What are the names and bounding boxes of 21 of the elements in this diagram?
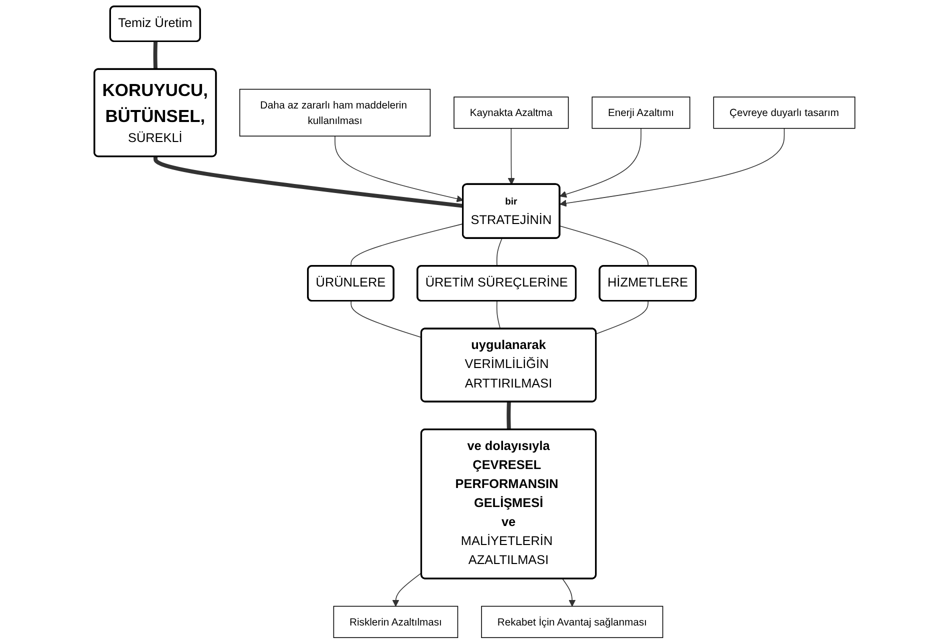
connector [154,42,158,70]
connector [351,223,464,267]
connector [351,300,422,338]
arrow [508,128,516,185]
arrow [392,572,422,607]
node-box: Çevreye duyarlı tasarım [714,96,856,129]
connector [596,300,649,334]
arrow [334,136,464,202]
connector [496,300,502,330]
connector [560,226,649,267]
arrow [560,128,642,198]
node-box: Daha az zararlı ham maddelerin kullanılması [240,88,431,136]
connector [496,238,503,267]
node-box: Rekabet İçin Avantaj sağlanması [482,606,664,638]
connector [507,402,512,430]
arrow [562,578,576,607]
arrow [560,128,786,207]
node-box: Risklerin Azaltılması [334,606,458,638]
node-box: Kaynakta Azaltma [454,96,570,129]
connector [154,156,464,208]
node-box: Enerji Azaltımı [592,96,691,129]
